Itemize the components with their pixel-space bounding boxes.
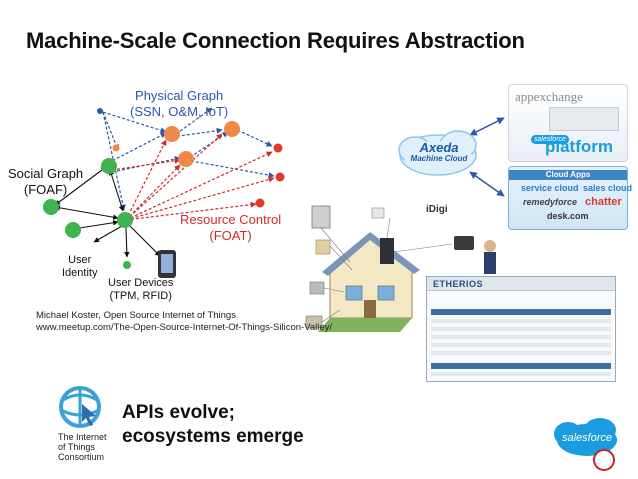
physical-node: [273, 143, 283, 153]
cloud-app-sales-cloud: sales cloud: [583, 183, 633, 193]
physical-node: [224, 121, 240, 137]
resource-control-title: Resource Control: [180, 212, 282, 227]
graph-nodes: [43, 108, 285, 269]
axeda-name: Axeda: [419, 140, 459, 155]
iot-consortium-logo-icon: [59, 386, 101, 428]
etherios-logo: ETHERIOS: [433, 279, 484, 289]
table-row: [431, 343, 611, 347]
appexchange-panel: appexchange salesforce platform: [508, 84, 628, 162]
etherios-dashboard-screenshot: ETHERIOS: [426, 276, 616, 382]
iot-consortium-logo: The Internet of Things Consortium: [58, 432, 107, 462]
user-devices-label: User Devices (TPM, RFID): [108, 277, 173, 303]
table-row: [431, 327, 611, 331]
social-graph-subtitle: (FOAF): [23, 182, 68, 197]
tagline: APIs evolve; ecosystems emerge: [122, 401, 304, 449]
smart-house-illustration: [305, 205, 496, 332]
user-identity-title: User: [68, 254, 92, 266]
resource-control-label: Resource Control (FOAT): [180, 212, 281, 244]
page-title: Machine-Scale Connection Requires Abstra…: [26, 28, 525, 53]
iot-logo-line1: The Internet: [58, 432, 107, 442]
social-node: [101, 158, 117, 174]
user-identity-node: [117, 212, 133, 228]
screenshot-thumbnails: [549, 107, 619, 131]
physical-node: [97, 108, 103, 114]
tagline-line1: APIs evolve;: [122, 402, 235, 423]
physical-graph-label: Physical Graph (SSN, O&M, IoT): [130, 88, 228, 120]
platform-label: platform: [545, 137, 613, 156]
cloud-apps-title: Cloud Apps: [509, 170, 627, 180]
cloud-app-desk: desk.com: [547, 211, 589, 221]
axeda-sub: Machine Cloud: [410, 154, 468, 163]
credit-url[interactable]: www.meetup.com/The-Open-Source-Internet-…: [36, 322, 333, 333]
axeda-cloud: [398, 130, 477, 176]
social-node: [65, 222, 81, 238]
social-node: [43, 199, 59, 215]
user-identity-subtitle: Identity: [62, 267, 98, 279]
physical-node: [275, 172, 285, 182]
physical-graph-title: Physical Graph: [135, 88, 224, 103]
cloud-app-chatter: chatter: [585, 196, 622, 208]
user-device-node: [123, 261, 131, 269]
iot-logo-line3: Consortium: [58, 452, 105, 462]
cloud-apps-panel: Cloud Apps service cloud sales cloud rem…: [508, 166, 632, 230]
table-header: [431, 309, 611, 315]
etherios-header-bar: [427, 277, 615, 291]
table-row: [431, 372, 611, 376]
physical-node: [255, 198, 265, 208]
cloud-app-service-cloud: service cloud: [521, 183, 579, 193]
physical-node: [164, 126, 180, 142]
user-devices-subtitle: (TPM, RFID): [109, 290, 172, 302]
physical-graph-subtitle: (SSN, O&M, IoT): [130, 104, 229, 119]
user-devices-title: User Devices: [108, 277, 174, 289]
salesforce-brand-badge: salesforce: [531, 135, 569, 144]
table-row: [431, 319, 611, 323]
social-graph-label: Social Graph (FOAF): [8, 166, 83, 198]
resource-control-subtitle: (FOAT): [209, 228, 252, 243]
axeda-cloud-text: Axeda Machine Cloud: [404, 141, 474, 163]
table-header: [431, 363, 611, 369]
physical-node: [112, 144, 120, 152]
credit-author: Michael Koster, Open Source Internet of …: [36, 310, 236, 321]
social-graph-title: Social Graph: [8, 166, 84, 181]
physical-node: [178, 151, 194, 167]
iot-logo-line2: of Things: [58, 442, 95, 452]
source-credit: Michael Koster, Open Source Internet of …: [36, 310, 332, 334]
phone-icon: [158, 250, 176, 278]
user-identity-label: User Identity: [62, 254, 97, 280]
salesforce-logo-icon: [554, 418, 617, 471]
cloud-app-remedyforce: remedyforce: [523, 197, 578, 207]
resource-control-edges: [111, 133, 275, 221]
appexchange-logo: appexchange: [515, 89, 583, 104]
salesforce-logo-text: salesforce: [562, 432, 613, 444]
tagline-line2: ecosystems emerge: [122, 426, 304, 447]
cloud-connector-arrows: [469, 117, 505, 197]
table-row: [431, 335, 611, 339]
table-row: [431, 351, 611, 355]
idigi-label: iDigi: [426, 204, 448, 215]
